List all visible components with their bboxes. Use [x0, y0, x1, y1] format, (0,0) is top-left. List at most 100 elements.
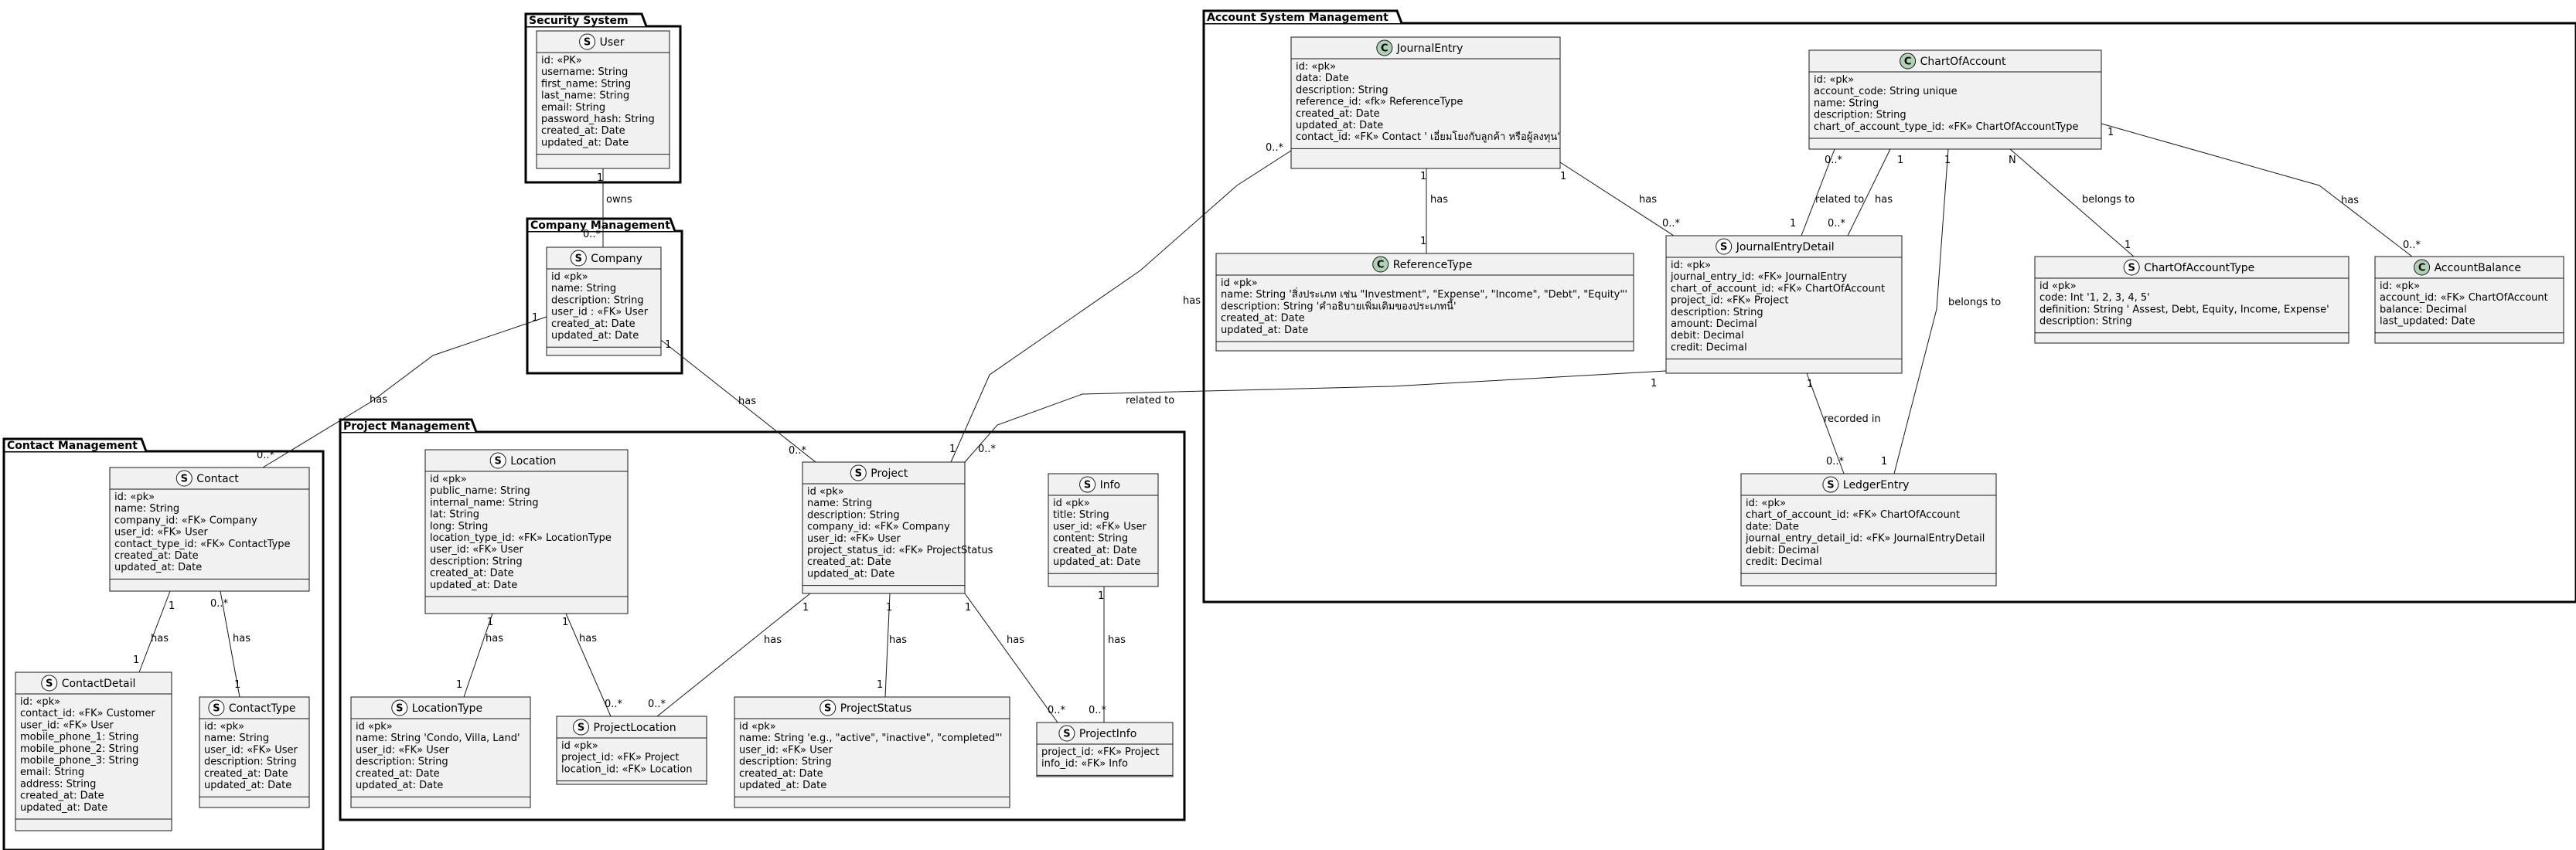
relation-line — [1806, 372, 1845, 474]
stereotype-icon — [850, 464, 867, 481]
class-attribute: updated_at: Date — [430, 580, 517, 591]
class-attribute: id: «PK» — [541, 55, 582, 66]
relation-label: has — [370, 394, 387, 406]
class-attribute: id: «pk» — [204, 721, 244, 733]
relation-label: related to — [1815, 194, 1864, 206]
package-frame — [2, 450, 325, 850]
class-box — [1048, 473, 1159, 587]
stereotype-letter: C — [1381, 43, 1389, 55]
class-attribute: updated_at: Date — [20, 802, 107, 814]
class-attribute: account_id: «FK» ChartOfAccount — [2380, 292, 2548, 304]
multiplicity-target: 0..* — [648, 699, 666, 710]
package-company: Company Management — [526, 217, 683, 375]
relation-label: has — [1875, 194, 1893, 206]
stereotype-letter: S — [575, 253, 582, 265]
class-attribute: password_hash: String — [541, 114, 655, 125]
relation-line — [2101, 123, 2413, 257]
relation-line — [220, 590, 240, 698]
class-attribute: name: String — [1814, 97, 1879, 109]
class-attribute: contact_type_id: «FK» ContactType — [114, 539, 291, 550]
multiplicity-source: 1 — [1098, 590, 1104, 602]
class-box — [15, 672, 172, 831]
class-attribute: id «pk» — [561, 740, 598, 752]
relation-label: has — [1639, 194, 1657, 206]
multiplicity-source: 1 — [1944, 155, 1951, 166]
class-attribute: name: String 'Condo, Villa, Land' — [356, 733, 520, 744]
class-attribute: username: String — [541, 66, 628, 78]
class-attribute: title: String — [1053, 509, 1109, 521]
package-title: Security System — [529, 15, 629, 27]
class-attribute: description: String — [356, 756, 448, 768]
class-attribute: created_at: Date — [551, 318, 635, 330]
class-attribute: name: String — [114, 503, 179, 515]
package-title: Company Management — [530, 219, 670, 232]
class-attribute: chart_of_account_id: «FK» ChartOfAccount — [1671, 283, 1885, 294]
relation-line — [950, 150, 1292, 463]
class-attribute: name: String — [551, 283, 616, 294]
multiplicity-source: 1 — [965, 602, 971, 614]
class-attribute: chart_of_account_type_id: «FK» ChartOfAc… — [1814, 121, 2078, 133]
relation-label: has — [2341, 195, 2359, 206]
class-attribute: id «pk» — [551, 271, 588, 283]
stereotype-icon — [208, 699, 225, 716]
multiplicity-source: 1 — [2107, 127, 2114, 138]
multiplicity-target: 1 — [456, 679, 462, 691]
class-name: ContactType — [229, 702, 296, 715]
stereotype-icon — [489, 452, 506, 469]
class-name: User — [600, 36, 625, 49]
relation-line — [964, 370, 1667, 463]
stereotype-icon — [1079, 476, 1096, 493]
class-box — [350, 696, 531, 808]
relation-label: has — [738, 396, 756, 407]
class-name: Contact — [196, 473, 239, 485]
class-attribute: name: String — [807, 498, 872, 509]
class-attribute: updated_at: Date — [1296, 120, 1383, 131]
class-attribute: description: String — [739, 756, 832, 768]
class-box — [2374, 256, 2564, 344]
multiplicity-source: 0..* — [210, 598, 229, 610]
relation-label: has — [1183, 295, 1201, 307]
stereotype-letter: S — [2128, 263, 2135, 274]
class-attribute: id «pk» — [430, 474, 467, 485]
multiplicity-source: 0..* — [1266, 142, 1284, 154]
class-attribute: public_name: String — [430, 485, 530, 497]
stereotype-icon — [41, 675, 58, 692]
class-attribute: id: «pk» — [114, 491, 155, 503]
relation-label: has — [889, 634, 907, 646]
class-attribute: long: String — [430, 521, 488, 532]
stereotype-letter: S — [495, 456, 502, 468]
stereotype-letter: S — [1084, 480, 1091, 491]
stereotype-letter: C — [1904, 56, 1912, 68]
stereotype-icon — [579, 33, 596, 50]
multiplicity-target: 1 — [133, 654, 139, 666]
class-name: Company — [591, 253, 642, 265]
class-attribute: project_id: «FK» Project — [1041, 746, 1160, 758]
relation-label: owns — [606, 194, 632, 206]
relation-line — [1559, 162, 1675, 236]
class-attribute: debit: Decimal — [1671, 330, 1744, 342]
class-attribute: description: String — [1814, 110, 1906, 121]
class-attribute: id «pk» — [1221, 277, 1258, 289]
class-name: ProjectLocation — [594, 722, 676, 734]
class-attribute: project_status_id: «FK» ProjectStatus — [807, 545, 993, 556]
class-name: ReferenceType — [1393, 259, 1473, 271]
